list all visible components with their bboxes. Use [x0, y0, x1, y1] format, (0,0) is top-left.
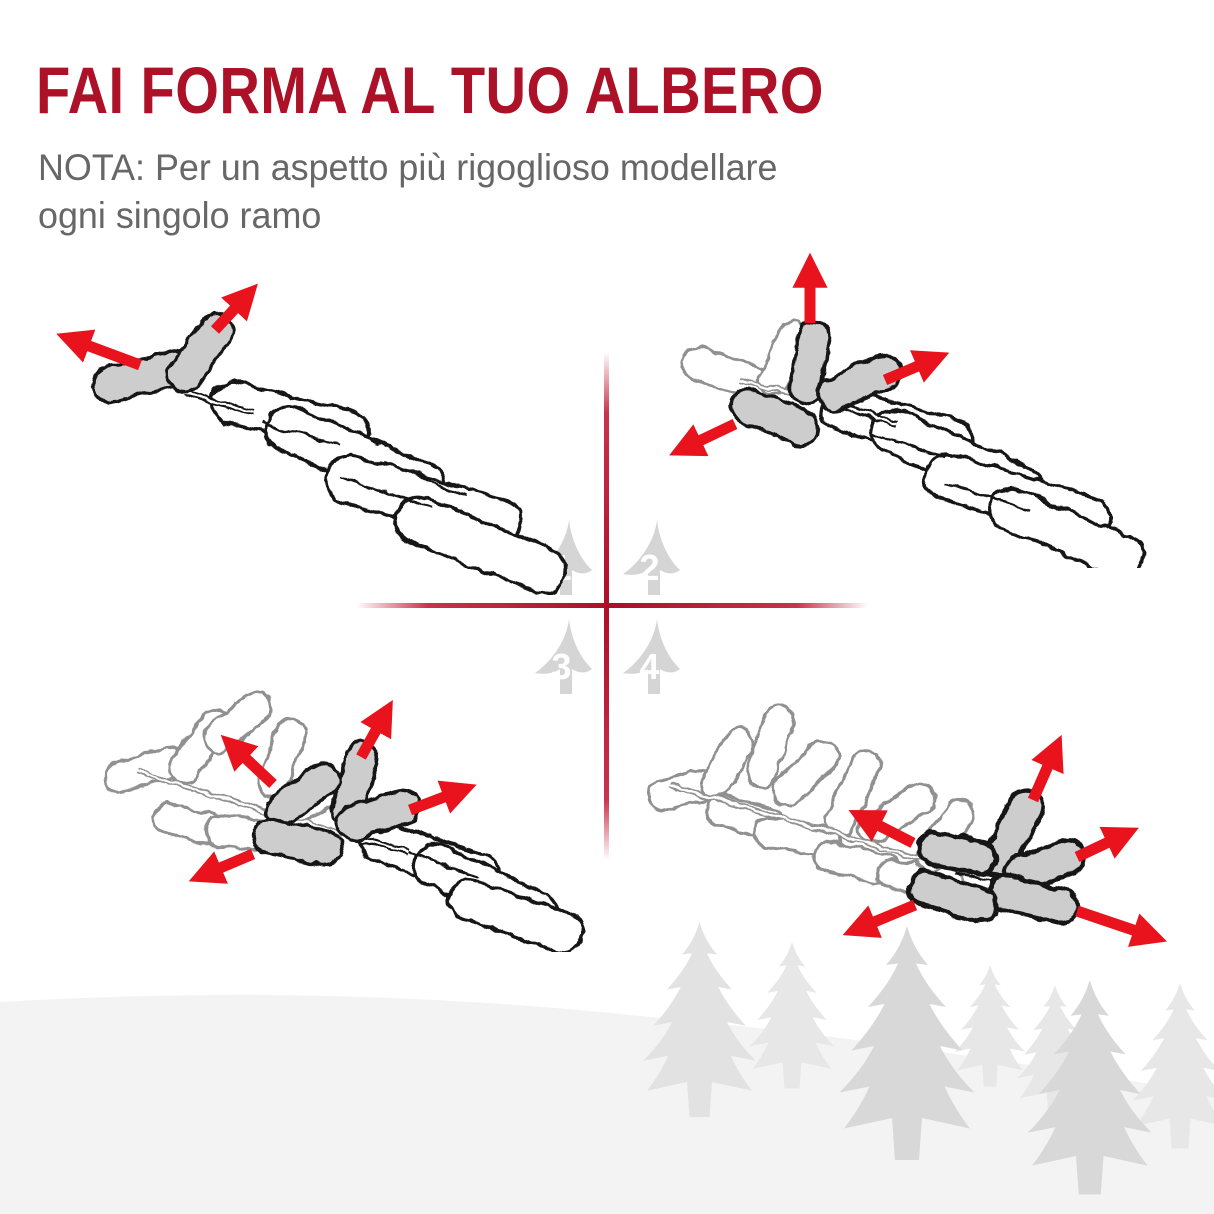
direction-arrows [56, 283, 258, 371]
pine-tree [954, 965, 1026, 1087]
note-line-1: NOTA: Per un aspetto più rigoglioso mode… [38, 147, 778, 188]
tree-icon [535, 619, 592, 694]
arrow-right-icon [408, 780, 477, 816]
arrow-down-left-icon [669, 419, 738, 457]
branch-sketch [681, 319, 1146, 568]
branch-illustration-step-1 [56, 283, 567, 595]
arrow-down-right-icon [1075, 905, 1168, 947]
arrow-up-left-icon [848, 809, 916, 848]
branch-illustration-step-2 [669, 252, 1146, 568]
step-badge-4: 4 [619, 617, 684, 697]
arrow-up-right-icon [210, 283, 258, 334]
step-number: 4 [639, 646, 660, 687]
pine-tree [1027, 980, 1152, 1195]
branch-illustration-step-4 [646, 704, 1168, 947]
divider-vertical-line [604, 352, 609, 860]
step-number: 2 [639, 547, 660, 588]
divider-horizontal-line [356, 603, 868, 608]
page-title: FAI FORMA AL TUO ALBERO [36, 53, 824, 127]
arrow-up-left-icon [220, 734, 277, 789]
branch-sketch [91, 312, 567, 595]
arrow-up-right-icon [356, 699, 393, 760]
bent-tips [91, 312, 235, 403]
note-text: NOTA: Per un aspetto più rigoglioso mode… [38, 144, 777, 240]
arrow-down-left-icon [842, 899, 918, 938]
note-line-2: ogni singolo ramo [38, 195, 322, 236]
step-badge-3: 3 [531, 617, 596, 697]
snow-hill [0, 994, 1214, 1214]
winter-scenery [0, 922, 1214, 1214]
bent-tips [250, 740, 421, 867]
arrow-right-icon [1074, 826, 1139, 862]
direction-arrows [842, 734, 1168, 947]
arrow-down-left-icon [188, 848, 256, 884]
tree-icon [623, 520, 680, 595]
branch-sketch [646, 704, 1088, 926]
bent-tips [907, 787, 1088, 926]
tree-icon [623, 619, 680, 694]
branch-body [210, 379, 567, 595]
arrow-up-icon [1027, 734, 1064, 803]
branch-body [358, 820, 586, 952]
direction-arrows [188, 699, 477, 884]
step-number: 3 [551, 646, 572, 687]
direction-arrows [669, 252, 950, 457]
ghost-branch [646, 704, 976, 896]
step-badge-2: 2 [619, 518, 684, 598]
bent-tips [729, 319, 903, 447]
arrow-left-icon [56, 329, 142, 371]
branch-illustration-step-3 [102, 689, 586, 952]
tree-icon [535, 520, 592, 595]
arrow-right-icon [882, 350, 950, 386]
branch-sketch [102, 689, 586, 952]
